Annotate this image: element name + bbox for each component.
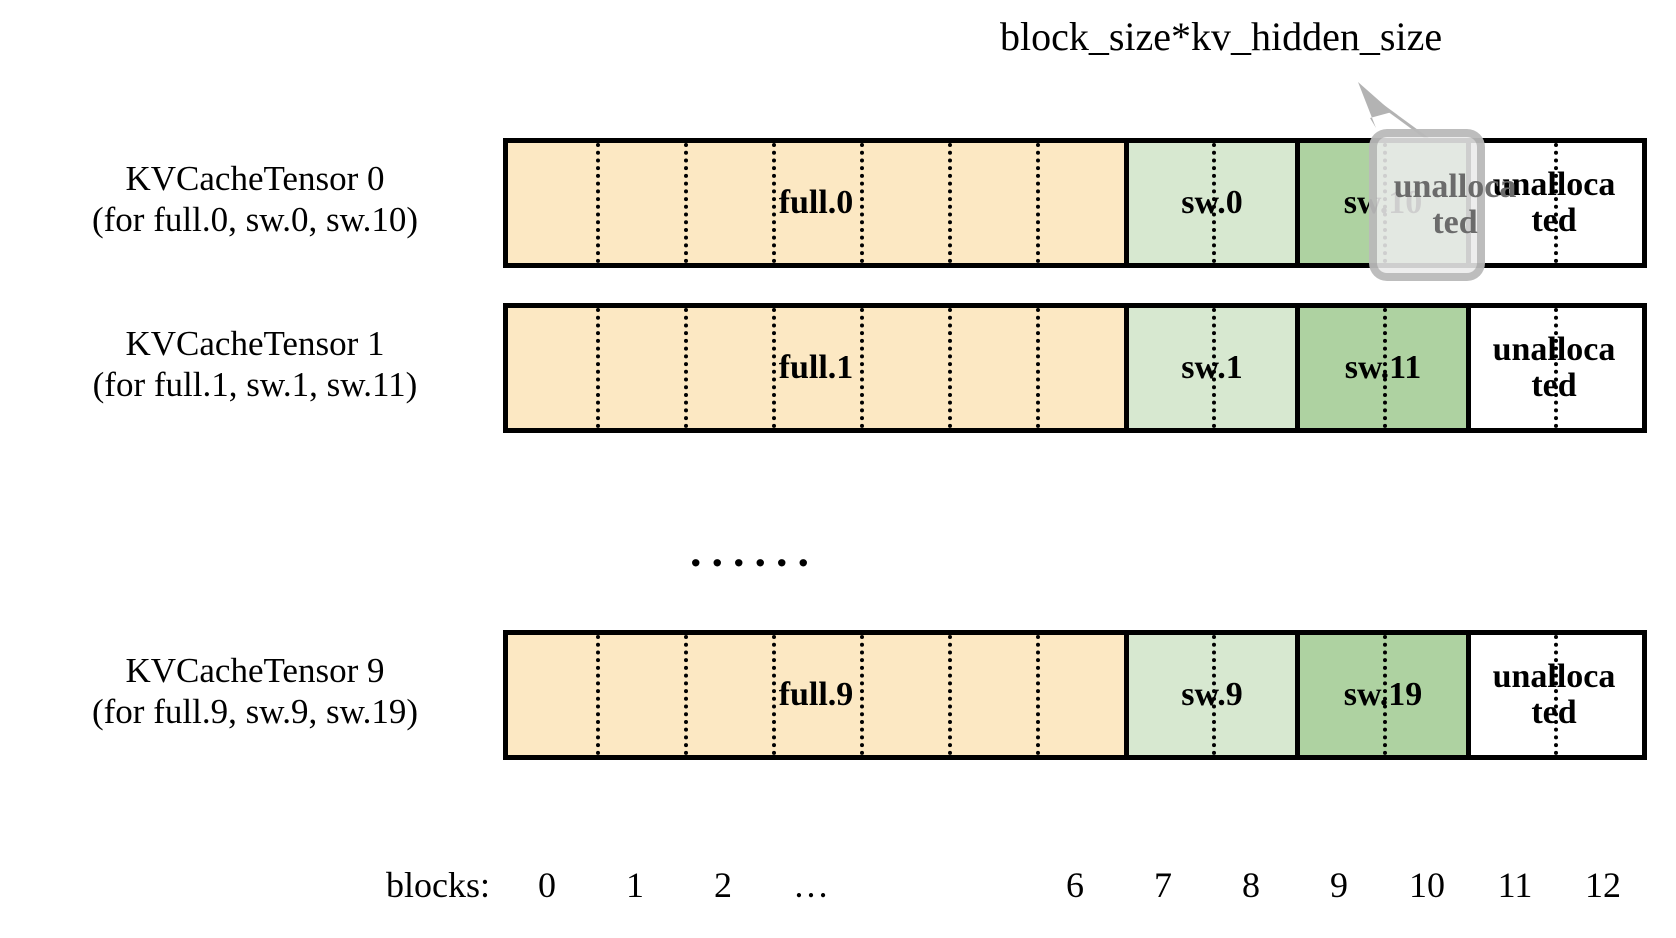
block-divider	[860, 308, 864, 428]
block-divider	[948, 308, 952, 428]
block-divider	[1554, 635, 1558, 755]
axis-title: blocks:	[386, 865, 490, 905]
bar-segment-sw-1: sw.1	[1124, 308, 1295, 428]
axis-tick-11: 11	[1497, 865, 1533, 905]
bar-segment-full-0: full.0	[508, 143, 1124, 263]
block-divider	[596, 308, 600, 428]
block-divider	[1554, 308, 1558, 428]
bar-segment-sw-9: sw.9	[1124, 635, 1295, 755]
axis-tick-9: 9	[1330, 865, 1348, 905]
block-divider	[1036, 143, 1040, 263]
block-divider	[1212, 308, 1216, 428]
block-divider	[684, 143, 688, 263]
row-label-subtitle: (for full.9, sw.9, sw.19)	[92, 692, 418, 732]
bar-segment-sw-11: sw.11	[1295, 308, 1466, 428]
rows-ellipsis: ......	[690, 525, 819, 576]
bar-segment-label: sw.11	[1344, 349, 1422, 387]
axis-tick-2: 2	[714, 865, 732, 905]
row-label-1: KVCacheTensor 1(for full.1, sw.1, sw.11)	[20, 323, 490, 406]
bar-segment-sw-0: sw.0	[1124, 143, 1295, 263]
bar-segment-label: full.9	[778, 676, 854, 714]
bar-segment-sw-19: sw.19	[1295, 635, 1466, 755]
row-label-title: KVCacheTensor 9	[125, 651, 385, 690]
row-label-subtitle: (for full.1, sw.1, sw.11)	[92, 365, 418, 405]
axis-tick-0: 0	[538, 865, 556, 905]
bar-segment-full-1: full.1	[508, 308, 1124, 428]
block-divider	[684, 308, 688, 428]
row-label-title: KVCacheTensor 0	[125, 159, 385, 198]
block-divider	[772, 308, 776, 428]
axis-tick-6: 6	[1066, 865, 1084, 905]
block-divider	[1383, 635, 1387, 755]
bar-segment-label: sw.19	[1343, 676, 1423, 714]
bar-segment-label: full.0	[778, 184, 854, 222]
axis-tick-1: 1	[626, 865, 644, 905]
block-divider	[1383, 308, 1387, 428]
block-divider	[860, 143, 864, 263]
block-divider	[772, 143, 776, 263]
axis-tick-7: 7	[1154, 865, 1172, 905]
axis-tick-10: 10	[1409, 865, 1445, 905]
axis-tick-…: …	[793, 865, 829, 905]
row-label-2: KVCacheTensor 9(for full.9, sw.9, sw.19)	[20, 650, 490, 733]
block-divider	[1036, 308, 1040, 428]
highlight-callout-box: unalloca ted	[1369, 129, 1516, 281]
bar-segment-label: sw.0	[1181, 184, 1243, 222]
block-divider	[1036, 635, 1040, 755]
block-divider	[860, 635, 864, 755]
bar-segment-label: sw.9	[1181, 676, 1243, 714]
highlight-callout-text: unalloca ted	[1394, 169, 1517, 240]
axis-tick-8: 8	[1242, 865, 1260, 905]
axis-tick-12: 12	[1585, 865, 1621, 905]
highlight-callout-line1: unalloca	[1393, 168, 1517, 206]
block-divider	[1212, 635, 1216, 755]
block-divider	[1554, 143, 1558, 263]
row-label-subtitle: (for full.0, sw.0, sw.10)	[92, 200, 418, 240]
block-divider	[1212, 143, 1216, 263]
block-divider	[948, 143, 952, 263]
block-divider	[596, 635, 600, 755]
row-label-title: KVCacheTensor 1	[125, 324, 385, 363]
callout-label: block_size*kv_hidden_size	[1000, 14, 1443, 59]
highlight-callout-line2: ted	[1432, 204, 1478, 241]
row-label-0: KVCacheTensor 0(for full.0, sw.0, sw.10)	[20, 158, 490, 241]
block-divider	[596, 143, 600, 263]
block-divider	[772, 635, 776, 755]
block-divider	[684, 635, 688, 755]
bar-segment-label: full.1	[778, 349, 854, 387]
bar-segment-label: sw.1	[1181, 349, 1243, 387]
block-divider	[948, 635, 952, 755]
bar-segment-full-9: full.9	[508, 635, 1124, 755]
